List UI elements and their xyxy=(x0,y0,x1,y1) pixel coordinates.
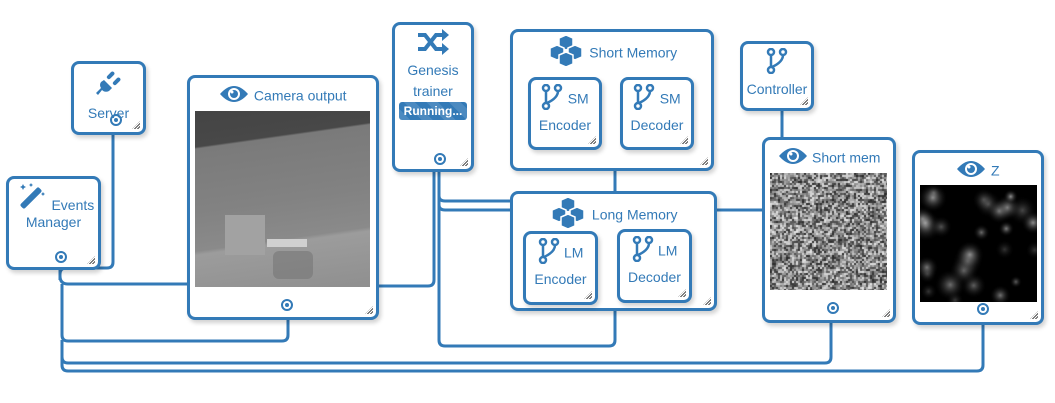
lm-decoder-label-line2: Decoder xyxy=(628,269,681,285)
running-status-badge: Running... xyxy=(398,102,468,120)
long-memory-label: Long Memory xyxy=(591,206,678,223)
wire-z-bottom xyxy=(60,324,985,373)
lm-encoder-label-line2: Encoder xyxy=(534,271,587,287)
plug-icon xyxy=(94,68,124,103)
output-port[interactable] xyxy=(827,302,839,314)
resize-handle[interactable] xyxy=(678,289,686,297)
wire-camera-bottom xyxy=(60,284,290,343)
lm-encoder-node[interactable]: LM Encoder xyxy=(523,231,598,305)
cubes-icon xyxy=(547,34,585,71)
latent-blur-image xyxy=(920,185,1037,302)
resize-handle[interactable] xyxy=(365,306,373,314)
code-fork-icon xyxy=(633,83,655,115)
resize-handle[interactable] xyxy=(700,157,708,165)
wire-camera-to-trainer xyxy=(370,172,436,288)
resize-handle[interactable] xyxy=(588,136,596,144)
resize-handle[interactable] xyxy=(680,136,688,144)
code-fork-icon xyxy=(766,47,788,79)
controller-node[interactable]: Controller xyxy=(740,41,814,111)
output-port[interactable] xyxy=(110,114,122,126)
sm-encoder-label-line1: SM xyxy=(567,90,589,107)
short-mem-label: Short mem xyxy=(811,149,881,166)
output-port[interactable] xyxy=(977,303,989,315)
output-port[interactable] xyxy=(434,153,446,165)
sm-encoder-label-line2: Encoder xyxy=(538,117,592,133)
resize-handle[interactable] xyxy=(460,158,468,166)
camera-output-label: Camera output xyxy=(253,87,347,104)
sm-decoder-node[interactable]: SM Decoder xyxy=(620,77,694,150)
resize-handle[interactable] xyxy=(882,309,890,317)
wire-trainer-lm-bottom xyxy=(437,205,617,348)
noise-image xyxy=(770,173,887,290)
magic-wand-icon xyxy=(17,181,47,216)
short-memory-label: Short Memory xyxy=(589,44,678,61)
code-fork-icon xyxy=(632,235,654,267)
sm-decoder-label-line2: Decoder xyxy=(630,117,684,133)
short-mem-node[interactable]: Short mem xyxy=(762,137,896,323)
long-memory-group[interactable]: Long Memory LM Encoder LM Decoder xyxy=(510,191,717,311)
server-node[interactable]: Server xyxy=(71,61,146,135)
resize-handle[interactable] xyxy=(703,297,711,305)
short-memory-group[interactable]: Short Memory SM Encoder SM Decoder xyxy=(510,29,714,171)
output-port[interactable] xyxy=(55,251,67,263)
events-manager-label-line2: Manager xyxy=(25,214,82,230)
events-manager-node[interactable]: Events Manager xyxy=(6,176,101,270)
wire-events-bus-1 xyxy=(58,262,188,286)
code-fork-icon xyxy=(541,83,563,115)
resize-handle[interactable] xyxy=(1030,311,1038,319)
server-label: Server xyxy=(87,105,130,121)
genesis-trainer-node[interactable]: Genesis trainer Running... xyxy=(392,22,474,172)
eye-icon xyxy=(956,159,986,184)
camera-output-node[interactable]: Camera output xyxy=(187,75,379,320)
shuffle-icon xyxy=(416,29,450,60)
output-port[interactable] xyxy=(281,299,293,311)
lm-decoder-label-line1: LM xyxy=(658,242,678,259)
controller-label: Controller xyxy=(746,81,808,97)
cubes-icon xyxy=(549,196,587,233)
sm-encoder-node[interactable]: SM Encoder xyxy=(528,77,602,150)
resize-handle[interactable] xyxy=(584,291,592,299)
genesis-trainer-label-line2: trainer xyxy=(413,83,453,99)
camera-render-image xyxy=(195,111,370,287)
resize-handle[interactable] xyxy=(132,121,140,129)
wire-trainer-lm-2 xyxy=(437,196,512,212)
genesis-trainer-label-line1: Genesis xyxy=(407,62,459,78)
z-label: Z xyxy=(990,162,1000,179)
events-manager-label-line1: Events xyxy=(51,197,95,213)
wire-trainer-lm-1 xyxy=(437,172,512,203)
z-node[interactable]: Z xyxy=(912,150,1044,325)
sm-decoder-label-line1: SM xyxy=(659,90,681,107)
lm-encoder-label-line1: LM xyxy=(564,244,584,261)
eye-icon xyxy=(778,146,808,171)
resize-handle[interactable] xyxy=(87,256,95,264)
code-fork-icon xyxy=(538,237,560,269)
resize-handle[interactable] xyxy=(800,97,808,105)
lm-decoder-node[interactable]: LM Decoder xyxy=(617,229,692,303)
eye-icon xyxy=(219,84,249,109)
